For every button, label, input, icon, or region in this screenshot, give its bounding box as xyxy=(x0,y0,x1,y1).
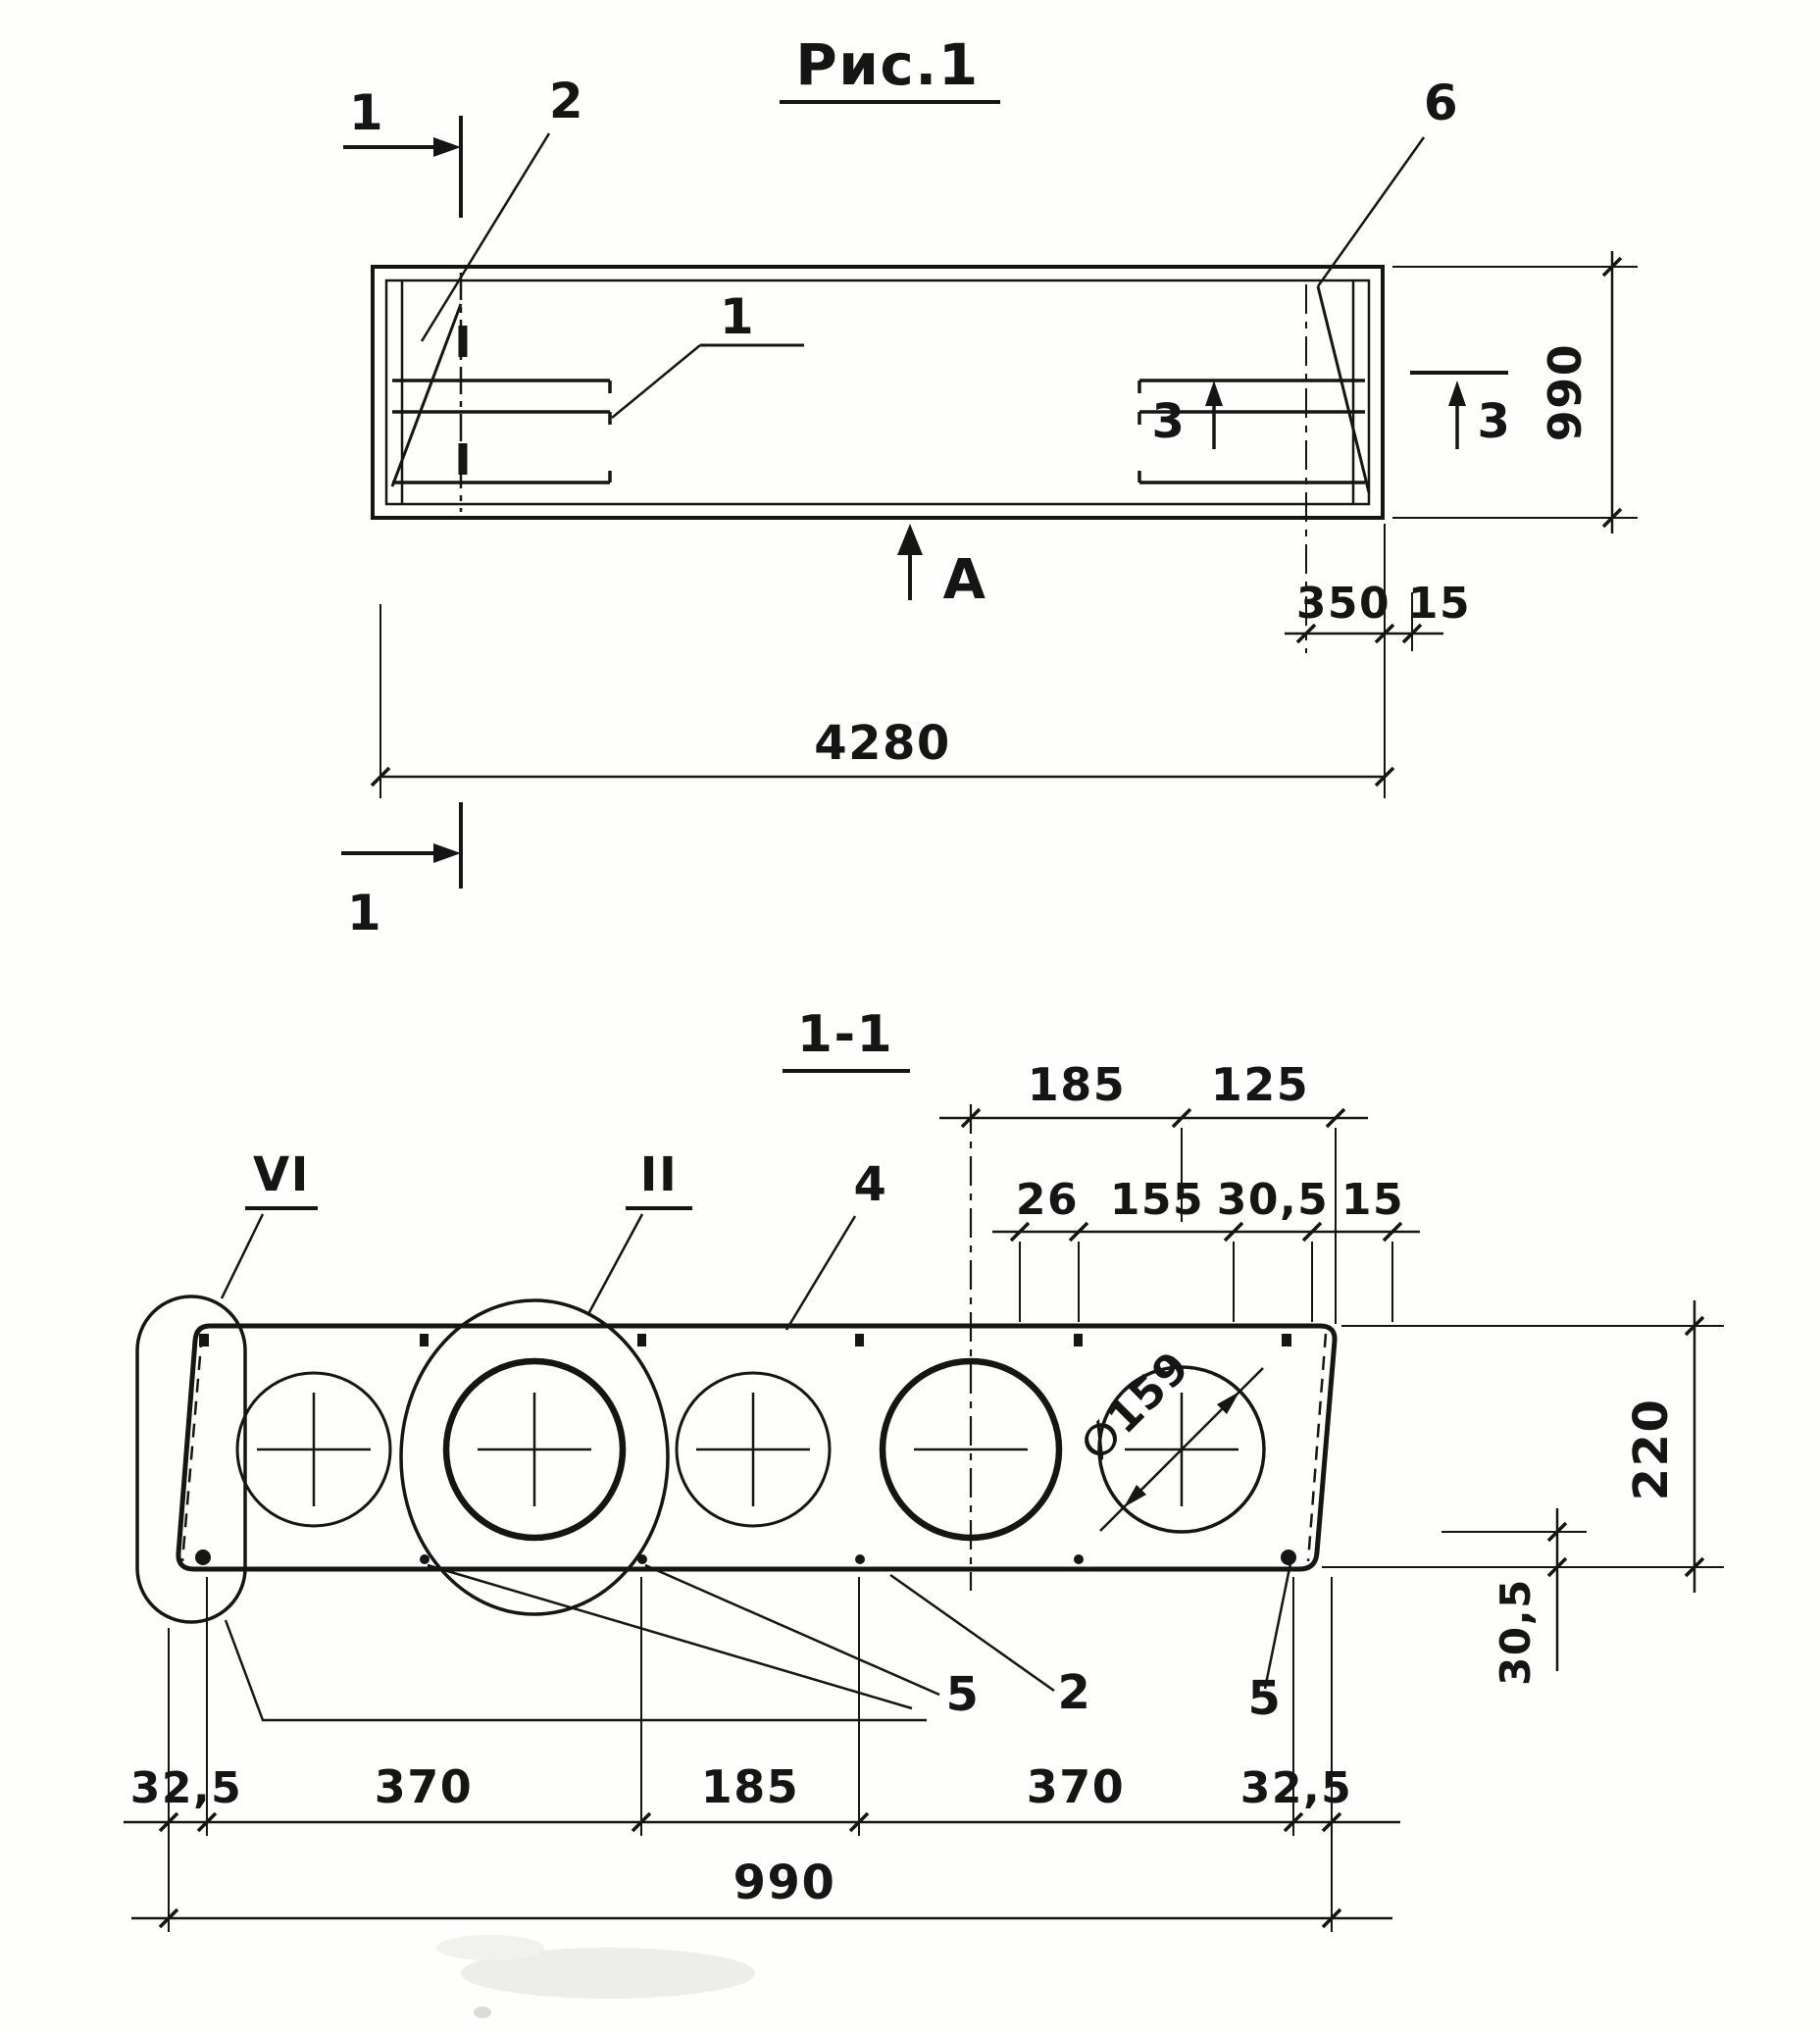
plan-view: Рис.1 xyxy=(341,31,1638,941)
plan-dim-350-15-group: 350 15 xyxy=(1285,284,1471,653)
plan-title: Рис.1 xyxy=(795,31,979,98)
section-voids xyxy=(235,1104,1266,1591)
plan-callout-2-group: 2 xyxy=(420,73,584,342)
plan-dim-4280-group: 4280 xyxy=(370,524,1395,798)
plan-cut-mark-bottom: 1 xyxy=(341,802,463,941)
section-dim-155: 155 xyxy=(1110,1175,1204,1225)
void-circle-5 xyxy=(1097,1365,1266,1534)
section-detail-ii-label: II xyxy=(640,1147,679,1202)
section-dim-15: 15 xyxy=(1341,1175,1404,1225)
plan-right-end-diagonal xyxy=(1316,285,1371,493)
plan-cut3-left-label: 3 xyxy=(1152,394,1187,449)
plan-callout-6-group: 6 xyxy=(1316,75,1459,287)
plan-view-direction-label: А xyxy=(943,548,987,612)
plan-view-direction: А xyxy=(897,524,986,612)
plan-bars-left xyxy=(392,379,612,484)
cut-arrow-icon xyxy=(433,137,461,157)
section-detail-vi: VI xyxy=(135,1147,318,1624)
plan-dim-990-group: 990 xyxy=(1392,251,1638,533)
plan-callout-1: 1 xyxy=(720,288,755,345)
section-dim-26: 26 xyxy=(1016,1175,1079,1225)
dim-arrow-icon xyxy=(1217,1392,1239,1414)
plan-cut-mark-top: 1 xyxy=(343,84,463,218)
section-view: 1-1 xyxy=(124,1005,1724,1932)
cut-arrow-icon xyxy=(1205,381,1223,406)
plan-dim-350: 350 xyxy=(1296,579,1390,629)
plan-cut-bottom-label: 1 xyxy=(347,885,382,941)
detail-ii-loop xyxy=(399,1298,670,1616)
cut-arrow-icon xyxy=(1448,381,1466,406)
plan-callout-6: 6 xyxy=(1424,75,1459,131)
plan-cut-mark-3: 3 3 xyxy=(1152,371,1512,449)
scan-smudges xyxy=(436,1935,755,2018)
plan-cut3-right-label: 3 xyxy=(1478,394,1512,449)
section-dim-370-right: 370 xyxy=(1027,1760,1126,1813)
section-dim-990-group: 990 xyxy=(131,1855,1392,1929)
section-detail-ii: II xyxy=(399,1147,692,1616)
section-title: 1-1 xyxy=(797,1005,893,1064)
section-dim-row-top: 185 125 xyxy=(939,1058,1368,1324)
section-dim-185-top: 185 xyxy=(1028,1058,1127,1111)
section-dim-row-bottom: 32,5 370 185 370 32,5 xyxy=(124,1577,1400,1932)
section-dim-185-bottom: 185 xyxy=(701,1760,800,1813)
section-dim-220: 220 xyxy=(1624,1398,1679,1501)
plan-cut-top-label: 1 xyxy=(349,84,384,141)
section-callout-4: 4 xyxy=(854,1157,888,1212)
void-circle-1 xyxy=(235,1371,392,1528)
section-dim-30-5-right: 30,5 xyxy=(1491,1578,1540,1686)
cut-arrow-icon xyxy=(433,843,461,863)
void-circle-3 xyxy=(675,1371,832,1528)
section-dim-125: 125 xyxy=(1211,1058,1310,1111)
section-bar-markers xyxy=(195,1334,1296,1565)
section-callout-2: 2 xyxy=(1058,1665,1092,1720)
section-dim-370-left: 370 xyxy=(375,1760,474,1813)
section-dim-row-second: 26 155 30,5 15 xyxy=(992,1175,1420,1322)
dim-arrow-icon xyxy=(1124,1485,1146,1507)
section-callout-5-right: 5 xyxy=(1248,1671,1283,1726)
plan-left-end-diagonal xyxy=(390,303,463,487)
plan-dim-4280: 4280 xyxy=(814,716,951,771)
plan-callout-1-group: 1 xyxy=(611,288,804,419)
section-dim-32-5-left: 32,5 xyxy=(130,1763,243,1813)
section-dim-32-5-right: 32,5 xyxy=(1240,1763,1353,1813)
void-circle-2 xyxy=(442,1357,627,1542)
plan-bars-right xyxy=(1138,379,1365,484)
section-slab-profile xyxy=(176,1323,1338,1572)
section-detail-vi-label: VI xyxy=(253,1147,310,1202)
plan-callout-2: 2 xyxy=(549,73,584,129)
plan-dim-990: 990 xyxy=(1539,343,1592,442)
section-callout-4-group: 4 xyxy=(784,1157,888,1331)
plan-slab-outline xyxy=(371,265,1385,520)
section-bottom-callouts: 5 2 5 xyxy=(224,1562,1292,1726)
plan-slab-inner-line xyxy=(384,279,1371,506)
section-dim-30-5-top: 30,5 xyxy=(1217,1175,1330,1225)
section-dim-220-group: 220 xyxy=(1322,1300,1724,1593)
plan-dim-15: 15 xyxy=(1408,579,1471,629)
view-arrow-icon xyxy=(897,524,923,555)
plan-slab xyxy=(371,265,1385,520)
section-dim-990: 990 xyxy=(733,1855,836,1910)
section-callout-5-left: 5 xyxy=(946,1667,981,1722)
section-dim-30-5-right-group: 30,5 xyxy=(1441,1508,1587,1686)
detail-vi-loop xyxy=(135,1295,247,1624)
section-diameter-group: ∅159 xyxy=(1071,1342,1264,1532)
